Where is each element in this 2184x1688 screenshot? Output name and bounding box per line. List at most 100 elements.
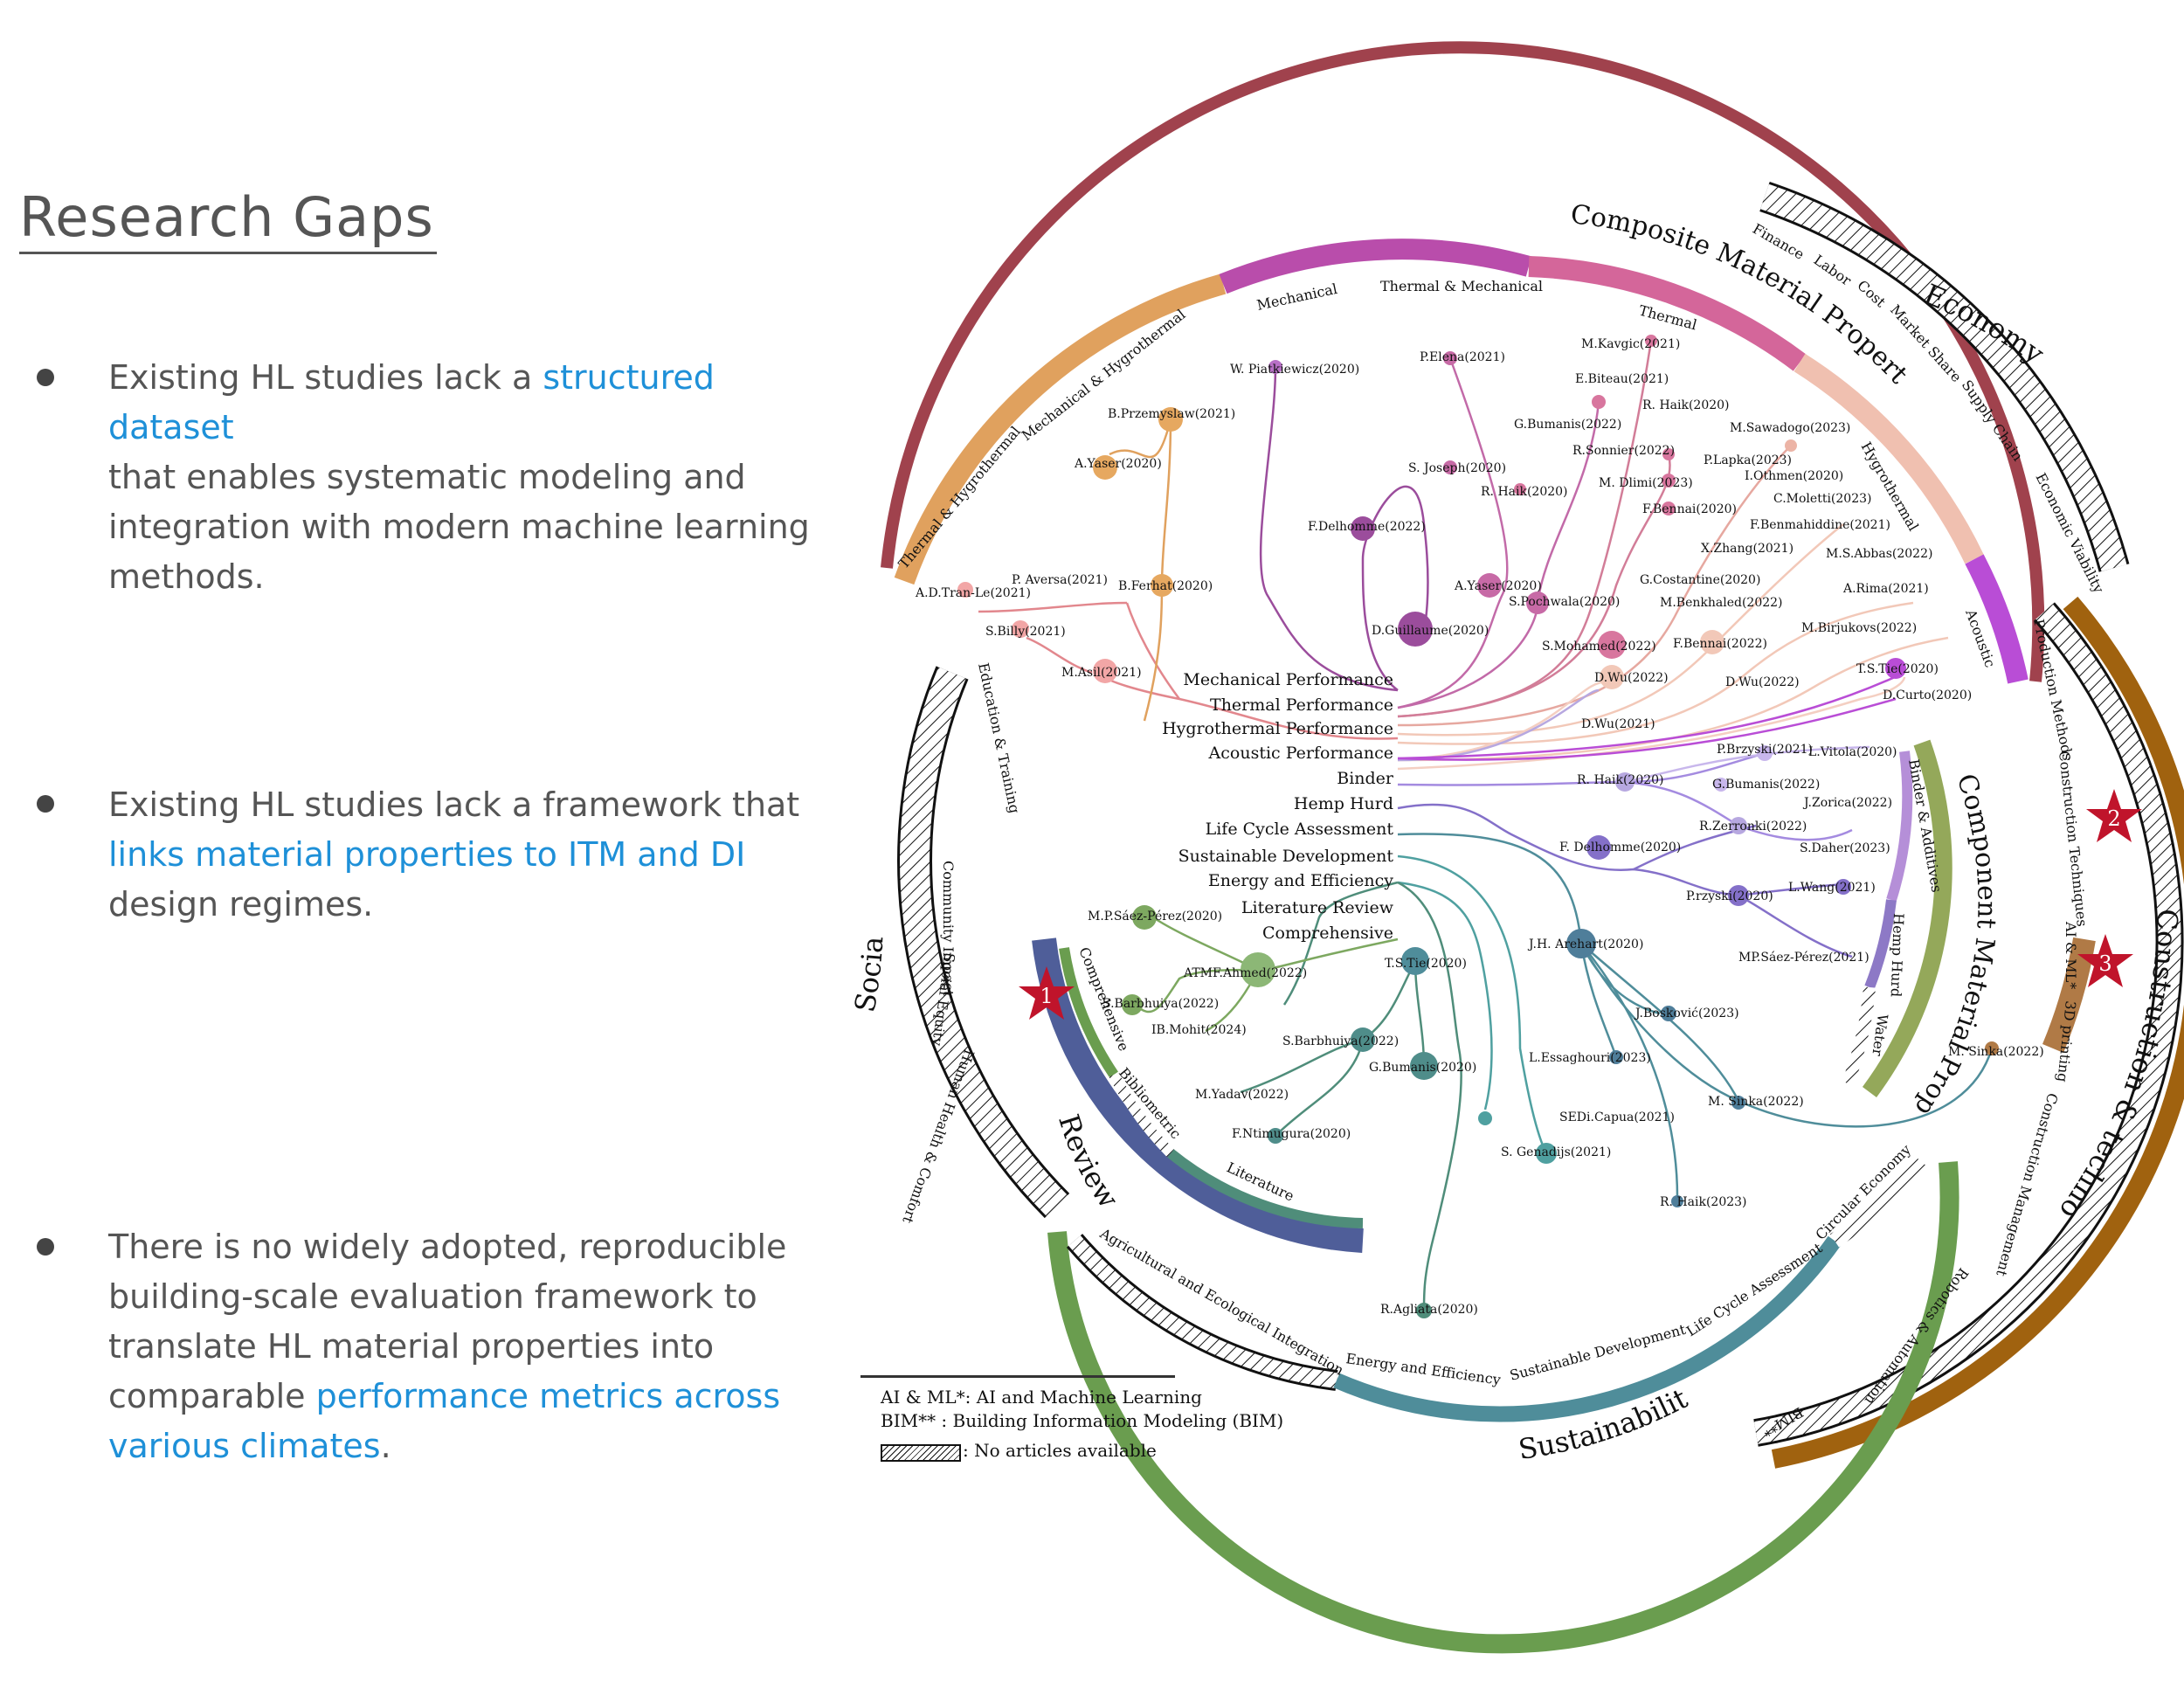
svg-text:2: 2 bbox=[2107, 806, 2120, 831]
circular-hatch bbox=[1829, 1157, 1928, 1248]
center-label-ee: Energy and Efficiency bbox=[1208, 871, 1393, 890]
node-label: P.rzyski(2020) bbox=[1686, 889, 1773, 903]
node-label: IB.Mohit(2024) bbox=[1151, 1023, 1247, 1037]
node-label: R. Haik(2020) bbox=[1577, 773, 1664, 787]
node-label: F.Ntimugura(2020) bbox=[1232, 1127, 1351, 1141]
node-label: S.Barbhuiya(2022) bbox=[1102, 997, 1219, 1011]
node-label: D.Wu(2022) bbox=[1594, 671, 1669, 685]
bullet-2-line-1: Existing HL studies lack a framework tha… bbox=[108, 785, 800, 824]
bullet-1-line-2: that enables systematic modeling and bbox=[108, 458, 746, 496]
sector-social: Social bbox=[0, 0, 889, 1014]
binder-arc bbox=[1886, 751, 1913, 902]
legend-divider bbox=[860, 1375, 1175, 1378]
literature-arc bbox=[1167, 1149, 1364, 1228]
node-label: C.Moletti(2023) bbox=[1773, 492, 1871, 506]
center-label-lca: Life Cycle Assessment bbox=[1206, 820, 1394, 839]
node-label: R. Haik(2020) bbox=[1481, 485, 1568, 499]
sustain-inner-arc bbox=[1333, 1235, 1842, 1422]
bullet-3-line-2: building-scale evaluation framework to bbox=[108, 1277, 757, 1316]
sub-ee: Energy and Efficiency bbox=[1344, 1350, 1502, 1388]
center-label-hemp-hurd: Hemp Hurd bbox=[1294, 794, 1393, 813]
composite-outer-arc bbox=[881, 41, 2045, 682]
node-label: B.Przemyslaw(2021) bbox=[1108, 407, 1235, 421]
sub-mech: Mechanical bbox=[1255, 280, 1339, 314]
star-marker-2: 2 bbox=[2086, 789, 2142, 842]
legend-no-articles: : No articles available bbox=[963, 1440, 1157, 1461]
node-label: S.Pochwala(2020) bbox=[1509, 595, 1620, 609]
node-label: F.Delhomme(2022) bbox=[1308, 520, 1426, 534]
node-labels: W. Piatkiewicz(2020) P.Elena(2021) M.Kav… bbox=[915, 337, 2044, 1317]
bullet-1-line-4: methods. bbox=[108, 557, 265, 596]
node-label: A.Yaser(2020) bbox=[1074, 457, 1162, 471]
center-label-mechanical: Mechanical Performance bbox=[1183, 670, 1393, 689]
bullet-dot-2 bbox=[37, 795, 54, 813]
hemp-hurd-arc bbox=[1864, 899, 1897, 990]
bullet-2-highlight: links material properties to ITM and DI bbox=[108, 835, 746, 874]
social-hatch bbox=[900, 667, 1068, 1216]
sustainability-arc bbox=[1047, 1161, 1959, 1654]
node-label: W. Piatkiewicz(2020) bbox=[1230, 363, 1359, 377]
hygrothermal-arc bbox=[1794, 353, 1984, 564]
economy-arc-hatch bbox=[1760, 183, 2127, 571]
center-labels: Mechanical Performance Thermal Performan… bbox=[1162, 670, 1394, 943]
bullet-1-highlight: structured dataset bbox=[108, 358, 715, 446]
node-label: T.S.Tie(2020) bbox=[1856, 662, 1939, 676]
node-label: P.Brzyski(2021) bbox=[1717, 743, 1813, 757]
sub-cost: Cost bbox=[1854, 277, 1889, 311]
center-label-lit: Literature Review bbox=[1241, 898, 1394, 917]
bullet-text-2: Existing HL studies lack a framework tha… bbox=[108, 780, 842, 930]
node-label: F.Benmahiddine(2021) bbox=[1750, 518, 1890, 532]
node-label: M.Kavgic(2021) bbox=[1581, 337, 1680, 351]
node-label: M. Sinka(2022) bbox=[1708, 1095, 1804, 1109]
node-label: M. Dlimi(2023) bbox=[1599, 476, 1693, 490]
node-label: M. Sinka(2022) bbox=[1948, 1045, 2044, 1059]
mechanical-arc bbox=[1219, 239, 1532, 294]
node-label: L.Essaghouri(2023) bbox=[1529, 1051, 1651, 1065]
node-label: F.Bennai(2022) bbox=[1673, 637, 1767, 651]
bullet-3-highlight-b: various climates bbox=[108, 1427, 381, 1465]
center-label-acoustic: Acoustic Performance bbox=[1208, 744, 1393, 763]
node-label: X.Zhang(2021) bbox=[1701, 542, 1794, 556]
node-label: S.Mohamed(2022) bbox=[1542, 640, 1656, 654]
bullet-dot-1 bbox=[37, 369, 54, 386]
node-label: G.Bumanis(2022) bbox=[1514, 418, 1621, 432]
thermal-hygro-arc bbox=[894, 273, 1227, 585]
node-label: G.Bumanis(2020) bbox=[1369, 1061, 1476, 1075]
node-label: A.D.Tran-Le(2021) bbox=[915, 586, 1031, 600]
sub-edu: Education & Training bbox=[975, 661, 1023, 815]
node-label: F. Delhomme(2020) bbox=[1559, 841, 1681, 854]
node-label: L.Vitola(2020) bbox=[1808, 745, 1897, 759]
legend-bim: BIM** : Building Information Modeling (B… bbox=[881, 1410, 1284, 1431]
page-title: Research Gaps bbox=[19, 185, 434, 249]
bullet-3-period: . bbox=[380, 1427, 391, 1465]
title-underline bbox=[19, 252, 437, 254]
comprehensive-arc bbox=[1059, 947, 1118, 1078]
node-circles bbox=[957, 335, 1999, 1318]
node-label: S. Joseph(2020) bbox=[1408, 461, 1506, 475]
bullet-1-line-3: integration with modern machine learning bbox=[108, 508, 810, 546]
bullet-1-text-start: Existing HL studies lack a bbox=[108, 358, 543, 397]
node-label: E.Biteau(2021) bbox=[1575, 372, 1669, 386]
legend-hatch-swatch bbox=[881, 1444, 961, 1462]
node-label: ATMF.Ahmed(2022) bbox=[1183, 966, 1307, 980]
node-label: D.Curto(2020) bbox=[1883, 688, 1972, 702]
node-label: J.Zorica(2022) bbox=[1802, 796, 1892, 810]
node-label: S.Billy(2021) bbox=[985, 625, 1066, 639]
sector-component: Component Material Properties bbox=[0, 0, 2002, 1121]
bullet-text-1: Existing HL studies lack a structured da… bbox=[108, 353, 842, 602]
bullet-3-highlight-a: performance metrics across bbox=[315, 1377, 781, 1415]
node-label: R. Haik(2023) bbox=[1660, 1195, 1747, 1209]
node-label: G.Costantine(2020) bbox=[1640, 573, 1760, 587]
bullet-dot-3 bbox=[37, 1238, 54, 1256]
node-label: P.Elena(2021) bbox=[1420, 350, 1505, 364]
star-marker-3: 3 bbox=[2077, 934, 2133, 987]
node-label: R.Sonnier(2022) bbox=[1572, 444, 1675, 458]
node-label: S. Genadijs(2021) bbox=[1501, 1145, 1611, 1159]
sub-hhc: Human Health & Comfort bbox=[899, 1048, 978, 1227]
sub-aiml: AI & ML* bbox=[2063, 921, 2079, 989]
acoustic-arc bbox=[1965, 554, 2028, 684]
center-label-sd: Sustainable Development bbox=[1178, 847, 1394, 866]
node-label: D.Wu(2022) bbox=[1725, 675, 1800, 689]
node-label: P. Aversa(2021) bbox=[1012, 573, 1108, 587]
node-label: R. Haik(2020) bbox=[1642, 398, 1730, 412]
